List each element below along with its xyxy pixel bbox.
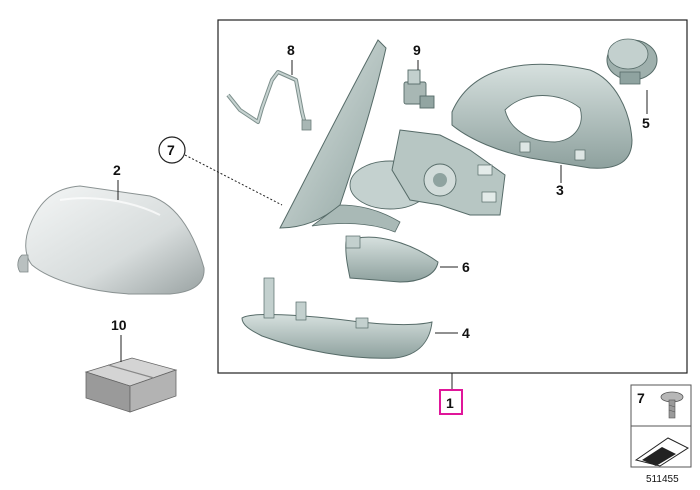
part-9-connector[interactable] xyxy=(403,69,435,109)
callout-3[interactable]: 3 xyxy=(556,182,564,198)
leader-7 xyxy=(184,154,283,206)
mirror-actuator[interactable] xyxy=(391,129,506,216)
callout-6[interactable]: 6 xyxy=(462,259,470,275)
callout-5[interactable]: 5 xyxy=(642,115,650,131)
callout-4[interactable]: 4 xyxy=(462,325,470,341)
callout-1[interactable]: 1 xyxy=(446,395,454,411)
callout-2[interactable]: 2 xyxy=(113,162,121,178)
part-5-motor[interactable] xyxy=(606,38,658,85)
part-8-wiring[interactable] xyxy=(226,70,312,131)
callout-7-circle xyxy=(158,136,186,164)
screw-icon xyxy=(660,391,684,419)
legend-part-number: 7 xyxy=(637,390,645,406)
adhesive-tape-icon xyxy=(634,437,690,467)
callout-1-highlight[interactable] xyxy=(439,389,463,415)
callout-10[interactable]: 10 xyxy=(111,317,127,333)
callout-7[interactable]: 7 xyxy=(167,142,175,158)
part-3-mirror-frame[interactable] xyxy=(451,63,633,169)
diagram-id: 511455 xyxy=(646,474,679,485)
part-2-mirror-cap[interactable] xyxy=(17,185,205,295)
part-10-package[interactable] xyxy=(84,357,178,413)
callout-8[interactable]: 8 xyxy=(287,42,295,58)
callout-9[interactable]: 9 xyxy=(413,42,421,58)
part-6-lamp-cover[interactable] xyxy=(345,235,439,283)
part-4-lower-trim[interactable] xyxy=(241,277,433,359)
